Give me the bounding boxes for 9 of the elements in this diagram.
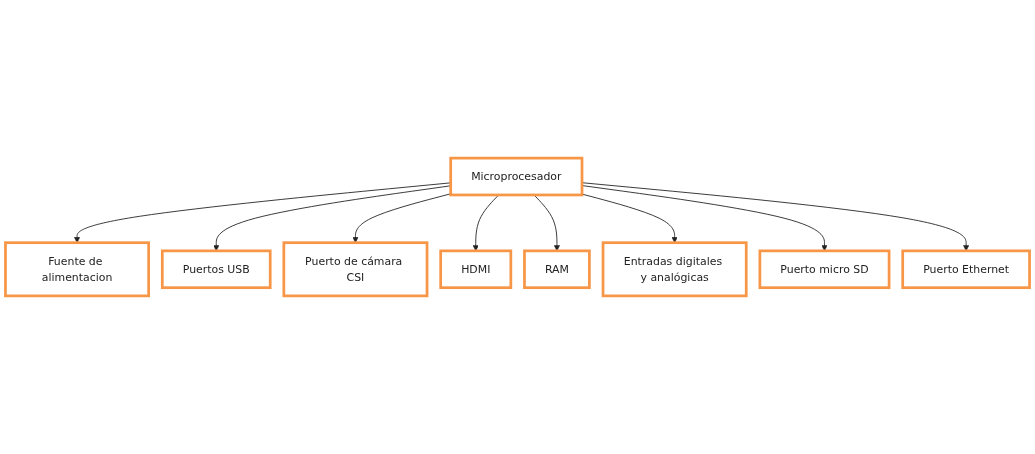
node-box: Puerto Ethernet — [901, 249, 1031, 290]
node-box: Puerto micro SD — [758, 249, 891, 290]
node-box: Entradas digitales y analógicas — [601, 241, 748, 298]
node-box: Puerto de cámara CSI — [282, 241, 429, 298]
node-box: RAM — [523, 249, 591, 290]
node-box: Puertos USB — [160, 249, 272, 290]
node-box: Fuente de alimentacion — [4, 241, 150, 298]
node-box: HDMI — [439, 249, 513, 290]
node-box: Microprocesador — [449, 156, 584, 197]
